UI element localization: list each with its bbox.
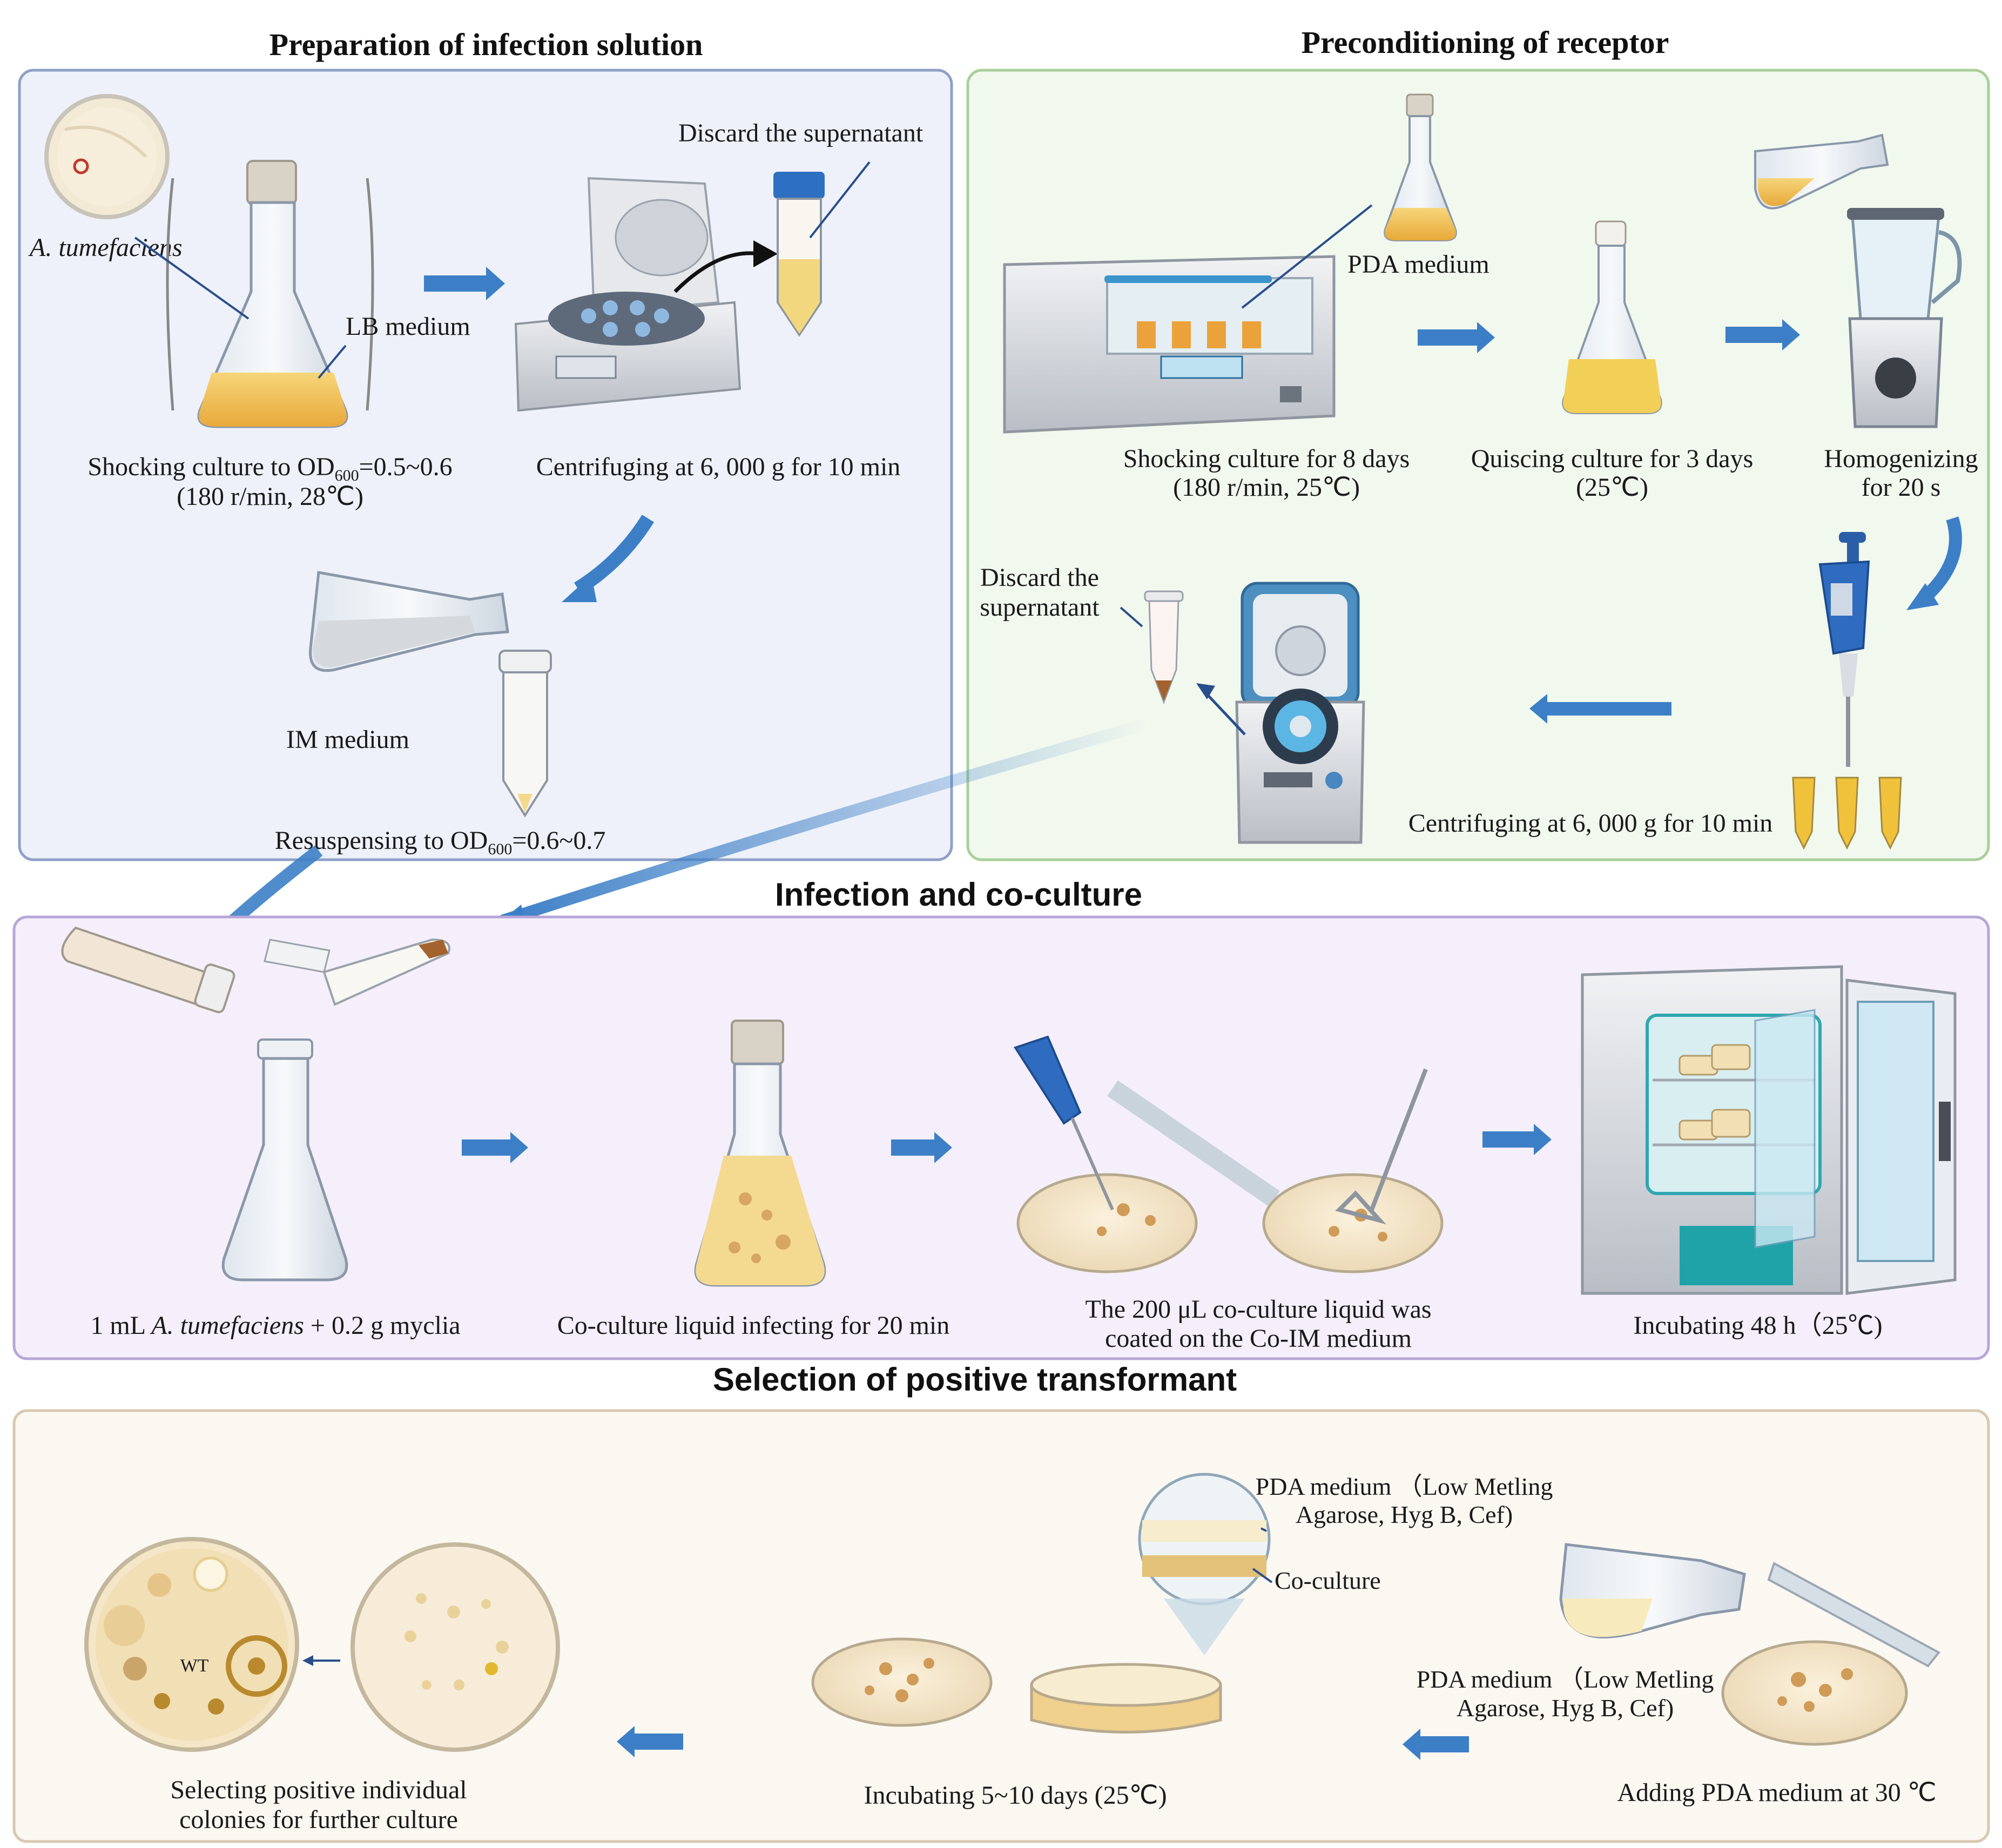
benchtop-centrifuge-icon [514,177,778,412]
arrow-right-icon [1725,319,1800,350]
magnified-layers-icon [1138,1473,1271,1655]
label-pda-medium: PDA medium [1347,250,1489,279]
panel-coculture-box [12,915,1990,1360]
label-adding-pda: Adding PDA medium at 30 ℃ [1617,1778,1936,1807]
label-incubating-48h: Incubating 48 h（25℃) [1633,1311,1882,1340]
agrobacterium-plate-icon [44,94,170,219]
panel-selection: Selection of positive transformant PDA m… [12,1361,1990,1843]
label-shocking-culture: Shocking culture to OD600=0.5~0.6 [87,453,452,484]
arrow-left-icon [1403,1729,1469,1760]
falcon-tube-im-icon [498,650,552,818]
pipette-icon [1818,532,1870,767]
label-shocking-conditions: (180 r/min, 28℃) [177,482,363,511]
arrow-curve-down-icon [1918,516,1962,605]
arrow-right-icon [1418,322,1495,353]
label-incubating-days: Incubating 5~10 days (25℃) [864,1781,1167,1810]
pouring-flask-small-icon [1754,133,1889,210]
pda-flask-icon [1384,93,1457,241]
arrow-right-icon [424,267,505,300]
label-discard-the: Discard the [980,563,1099,592]
panel-selection-title: Selection of positive transformant [713,1361,1237,1398]
selection-plate-colonies-icon [350,1542,560,1752]
coculture-plate-icon [1721,1640,1908,1746]
label-wt: WT [180,1656,209,1676]
incubating-plates-icon [811,1637,1222,1734]
label-mix: 1 mL A. tumefaciens + 0.2 g myclia [90,1311,460,1340]
incubator-icon [1581,965,1957,1295]
label-infecting: Co-culture liquid infecting for 20 min [557,1311,950,1340]
label-shocking-8days: Shocking culture for 8 days [1123,444,1410,473]
label-resuspending: Resuspensing to OD600=0.6~0.7 [275,826,606,858]
label-pda-top-line2: Agarose, Hyg B, Cef) [1296,1501,1513,1528]
label-coating-line1: The 200 μL co-culture liquid was [1085,1295,1431,1324]
coculture-flask-icon [694,1020,826,1287]
microcentrifuge-icon [1235,582,1365,844]
blender-icon [1847,208,1962,428]
label-centrifuging: Centrifuging at 6, 000 g for 10 min [536,453,901,481]
selection-plate-wt-icon [84,1537,299,1752]
label-discard-supernatant-receptor: supernatant [980,593,1100,622]
label-im-medium: IM medium [286,725,409,754]
falcon-tube-icon [773,172,825,337]
label-pda-right-line1: PDA medium （Low Metling [1417,1665,1714,1693]
label-pda-right-line2: Agarose, Hyg B, Cef) [1457,1694,1674,1722]
microtube-horizontal-icon [264,938,450,1006]
label-lb-medium: LB medium [346,312,470,341]
label-co-culture: Co-culture [1275,1567,1381,1594]
label-homogenizing-time: for 20 s [1862,473,1941,502]
label-pda-top-line1: PDA medium （Low Metling [1256,1473,1553,1500]
label-quiescing: Quiscing culture for 3 days [1471,444,1754,473]
pouring-pda-flask-icon [1559,1543,1941,1668]
pipette-small-icon [1013,1035,1114,1211]
shaking-flask-lb-icon [166,160,374,428]
falcon-tube-horizontal-icon [61,926,235,1014]
arrow-right-icon [891,1132,952,1163]
microtubes-icon [1792,777,1902,850]
arrow-left-icon [617,1726,683,1757]
arrow-right-icon [1482,1124,1552,1155]
label-selecting-line1: Selecting positive individual [170,1776,467,1804]
arrow-to-coculture-icon [500,718,1150,927]
label-quiescing-conditions: (25℃) [1576,473,1648,502]
panel-infection-solution: Preparation of infection solution A. tum… [18,27,953,861]
empty-flask-icon [221,1038,348,1282]
label-selecting-line2: colonies for further culture [179,1805,458,1834]
quiescent-flask-icon [1562,220,1662,414]
shaking-incubator-icon [1003,255,1336,434]
coating-plates-icon [1016,1068,1444,1273]
label-coating-line2: coated on the Co-IM medium [1105,1324,1412,1353]
arrow-left-icon [1529,694,1671,724]
label-centrifuging-receptor: Centrifuging at 6, 000 g for 10 min [1408,809,1773,838]
label-discard-supernatant: Discard the supernatant [678,119,924,147]
microtube-discard-icon [1144,590,1184,705]
panel-receptor-title: Preconditioning of receptor [1302,25,1669,60]
label-homogenizing: Homogenizing [1824,444,1978,473]
label-shocking-8days-conditions: (180 r/min, 25℃) [1173,473,1360,502]
arrow-right-icon [462,1132,528,1163]
panel-coculture: Infection and co-culture 1 mL A. tumefac… [12,876,1990,1360]
panel-infection-solution-title: Preparation of infection solution [269,27,703,62]
panel-coculture-title: Infection and co-culture [775,876,1142,913]
pouring-flask-icon [309,571,509,672]
panel-receptor: Preconditioning of receptor PDA medium S… [966,25,1990,861]
label-a-tumefaciens: A. tumefaciens [28,233,183,262]
